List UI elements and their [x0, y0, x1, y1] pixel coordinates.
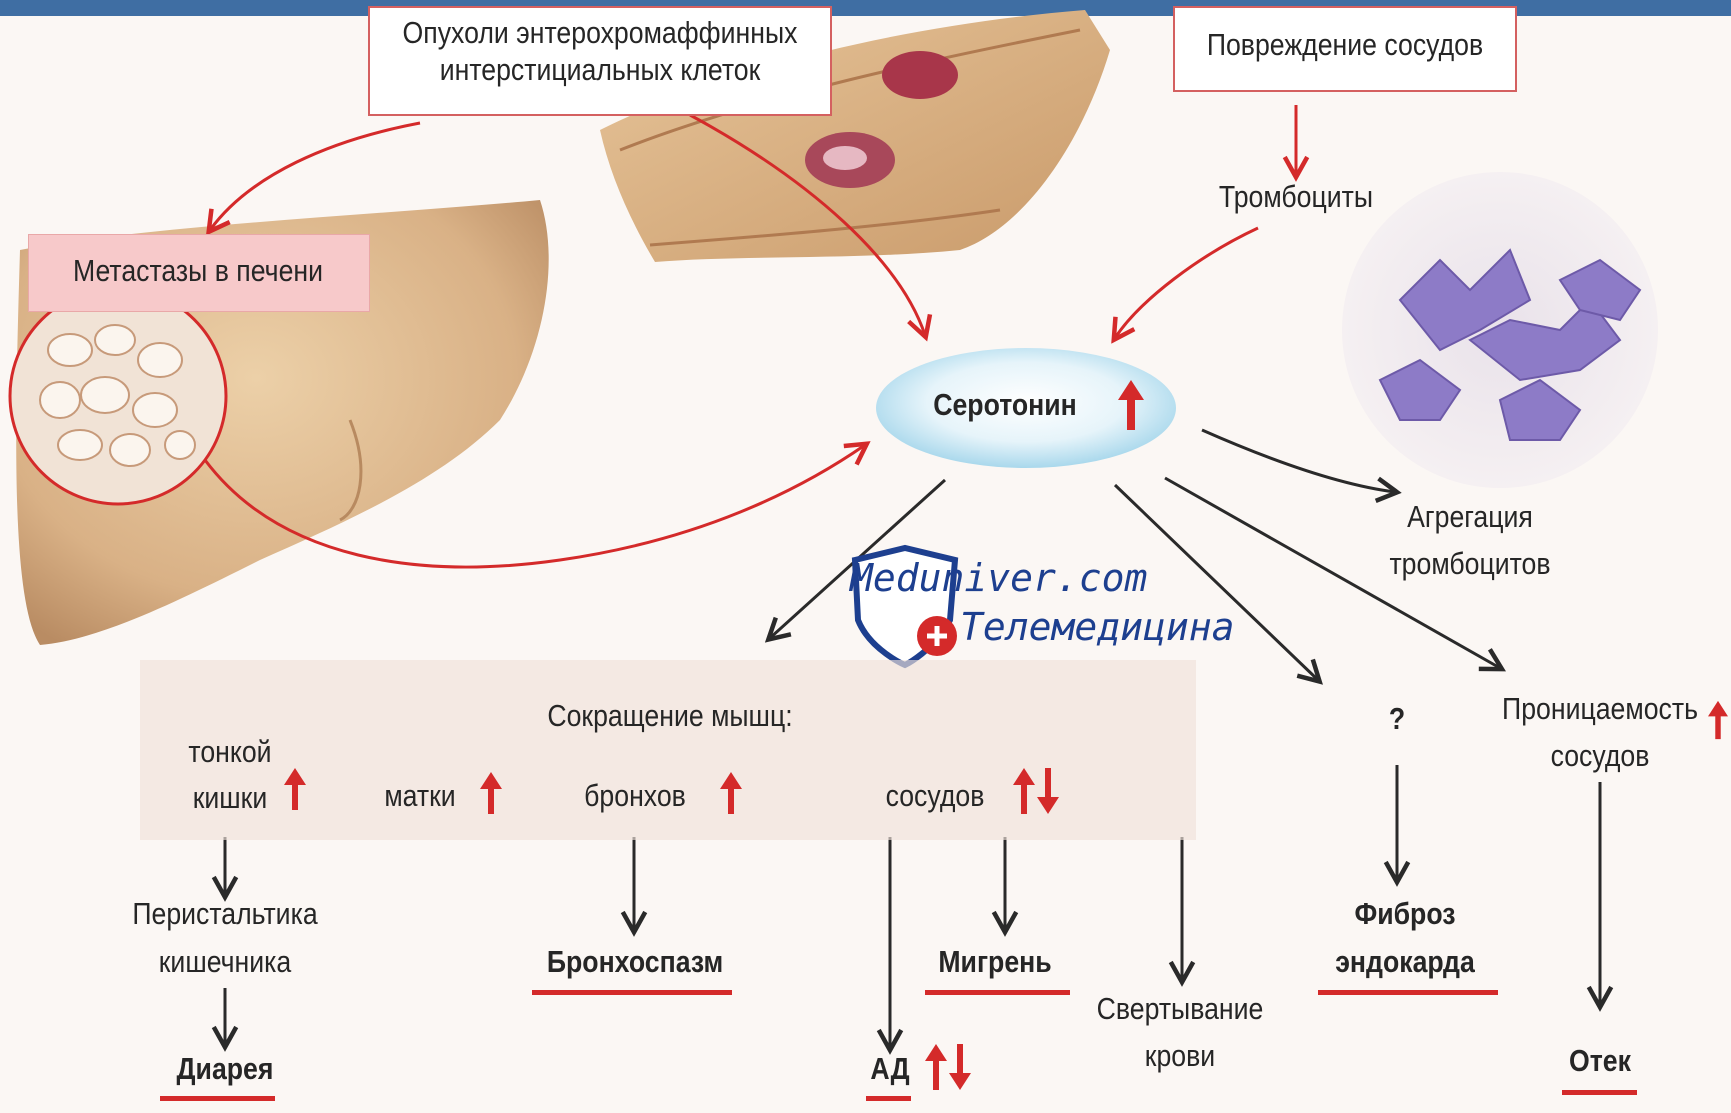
- vessel-damage-label: Повреждение сосудов: [1199, 26, 1491, 63]
- edema-label: Отек: [1557, 1042, 1643, 1079]
- diarrhea-label: Диарея: [161, 1050, 290, 1087]
- bp-underline: [866, 1096, 911, 1101]
- platelet-aggregate-illustration: [1342, 172, 1658, 488]
- uterus-up-arrow-icon: [480, 772, 502, 814]
- bronchospasm-label: Бронхоспазм: [536, 943, 734, 980]
- metastasis-magnifier: [10, 288, 226, 504]
- uterus-label: матки: [377, 777, 463, 814]
- vessels-updown-arrow-icon: [1013, 768, 1059, 814]
- tumor-label-line1: Опухоли энтерохромаффинных: [402, 14, 798, 51]
- clotting-line1: Свертывание: [1094, 990, 1266, 1027]
- bronchi-up-arrow-icon: [720, 772, 742, 814]
- tumor-label-line2: интерстициальных клеток: [402, 51, 798, 88]
- bronchospasm-underline: [532, 990, 732, 995]
- clotting-line2: крови: [1128, 1037, 1231, 1074]
- permeability-line1: Проницаемость: [1497, 690, 1703, 727]
- question-mark: ?: [1384, 700, 1410, 737]
- migraine-underline: [925, 990, 1070, 995]
- platelets-label: Тромбоциты: [1201, 178, 1390, 215]
- aggregation-line1: Агрегация: [1384, 498, 1556, 535]
- peristalsis-line2: кишечника: [143, 943, 306, 980]
- tumor-box: Опухоли энтерохромаффинных интерстициаль…: [368, 6, 832, 116]
- liver-metastases-label: Метастазы в печени: [52, 252, 344, 289]
- fibrosis-line2: эндокарда: [1319, 943, 1491, 980]
- arrow-platelets-to-serotonin: [1115, 228, 1258, 338]
- permeability-line2: сосудов: [1531, 737, 1669, 774]
- intestine-up-arrow-icon: [284, 768, 306, 810]
- bp-label: АД: [864, 1050, 916, 1087]
- small-intestine-line1: тонкой: [178, 733, 281, 770]
- vessels-label: сосудов: [879, 777, 991, 814]
- peristalsis-line1: Перистальтика: [126, 895, 324, 932]
- diarrhea-underline: [160, 1096, 275, 1101]
- watermark-site: Meduniver.com: [850, 556, 1147, 600]
- serotonin-label: Серотонин: [932, 386, 1078, 423]
- bronchi-label: бронхов: [579, 777, 691, 814]
- watermark-subtitle: Телемедицина: [960, 605, 1235, 649]
- fibrosis-line1: Фиброз: [1332, 895, 1478, 932]
- permeability-up-arrow-icon: [1708, 700, 1728, 740]
- fibrosis-underline: [1318, 990, 1498, 995]
- aggregation-line2: тромбоцитов: [1375, 545, 1564, 582]
- muscle-title: Сокращение мышц:: [541, 697, 799, 734]
- bp-updown-arrow-icon: [925, 1044, 971, 1090]
- serotonin-up-arrow-icon: [1118, 380, 1144, 430]
- vessel-damage-box: Повреждение сосудов: [1173, 6, 1517, 92]
- small-intestine-line2: кишки: [178, 779, 281, 816]
- edema-underline: [1562, 1090, 1637, 1095]
- arrow-serotonin-to-aggregation: [1202, 430, 1395, 492]
- migraine-label: Мигрень: [931, 943, 1060, 980]
